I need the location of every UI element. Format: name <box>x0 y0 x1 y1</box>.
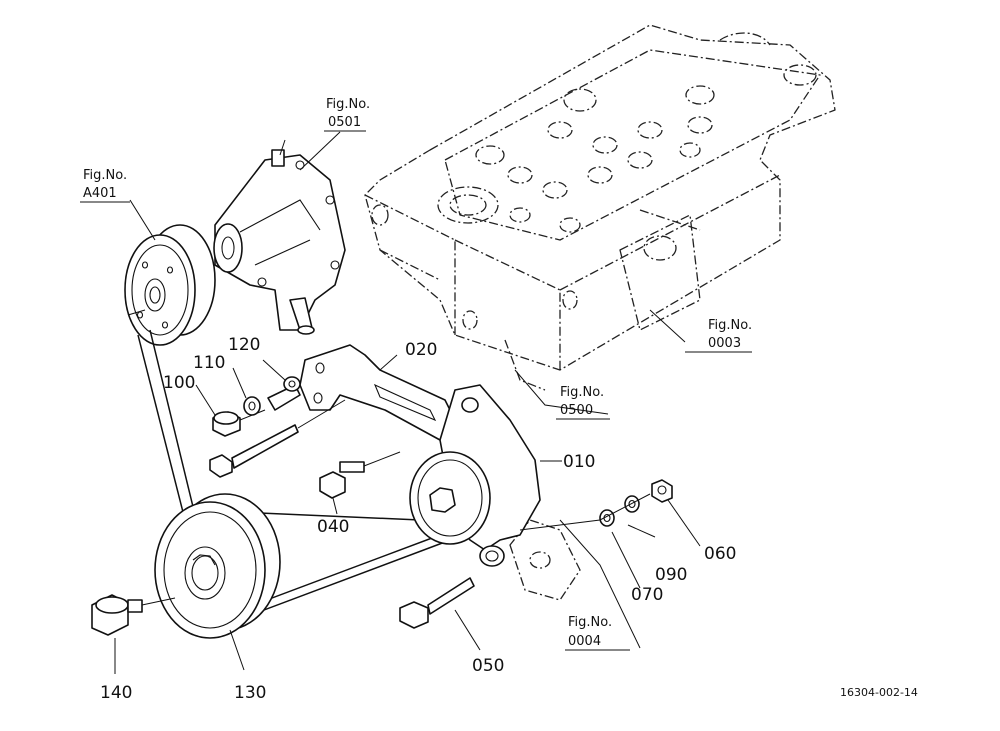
fig-ref-fan-pulley: Fig.No. A401 <box>80 168 130 203</box>
washer-110 <box>243 396 261 416</box>
washer-axis-line <box>519 493 651 531</box>
bolt-050 <box>399 577 475 629</box>
fig-ref-label: Fig.No. <box>560 385 604 400</box>
tensioner-pulley-010 <box>409 384 541 567</box>
fig-ref-label: Fig.No. <box>326 97 370 112</box>
callout-090: 090 <box>655 565 687 585</box>
bolt-140 <box>91 594 176 636</box>
callout-120: 120 <box>228 335 260 355</box>
fig-ref-number: 0500 <box>560 403 593 418</box>
fig-ref-label: Fig.No. <box>568 615 612 630</box>
callout-140: 140 <box>100 683 132 703</box>
fig-ref-number: 0004 <box>568 634 601 649</box>
fig-ref-number: A401 <box>83 186 117 201</box>
fig-ref-label: Fig.No. <box>708 318 752 333</box>
fig-ref-gear-case: Fig.No. 0004 <box>565 615 630 651</box>
callout-060: 060 <box>704 544 736 564</box>
spacer-120 <box>267 376 301 411</box>
fan-pulley <box>124 224 216 346</box>
crankshaft-pulley <box>154 493 281 639</box>
callout-050: 050 <box>472 656 504 676</box>
v-belt <box>137 329 446 617</box>
callout-100: 100 <box>163 373 195 393</box>
callout-010: 010 <box>563 452 595 472</box>
water-pump <box>213 139 346 335</box>
washer-090 <box>624 495 640 513</box>
washer-070 <box>599 509 615 527</box>
fig-ref-water-pump: Fig.No. 0501 <box>324 97 370 132</box>
leader-lines <box>114 131 701 674</box>
fig-ref-cylinder-head: Fig.No. 0003 <box>685 318 752 353</box>
callout-070: 070 <box>631 585 663 605</box>
fig-ref-number: 0501 <box>328 115 361 130</box>
callout-020: 020 <box>405 340 437 360</box>
drawing-code: 16304-002-14 <box>840 686 918 699</box>
fig-ref-thermostat: Fig.No. 0500 <box>556 385 610 420</box>
fig-ref-label: Fig.No. <box>83 168 127 183</box>
callout-040: 040 <box>317 517 349 537</box>
engine-block-outline <box>364 24 836 601</box>
callout-110: 110 <box>193 353 225 373</box>
bolt-040 <box>319 451 401 499</box>
long-bolt <box>209 399 346 478</box>
callout-130: 130 <box>234 683 266 703</box>
fig-ref-number: 0003 <box>708 336 741 351</box>
nut-060 <box>651 479 673 503</box>
